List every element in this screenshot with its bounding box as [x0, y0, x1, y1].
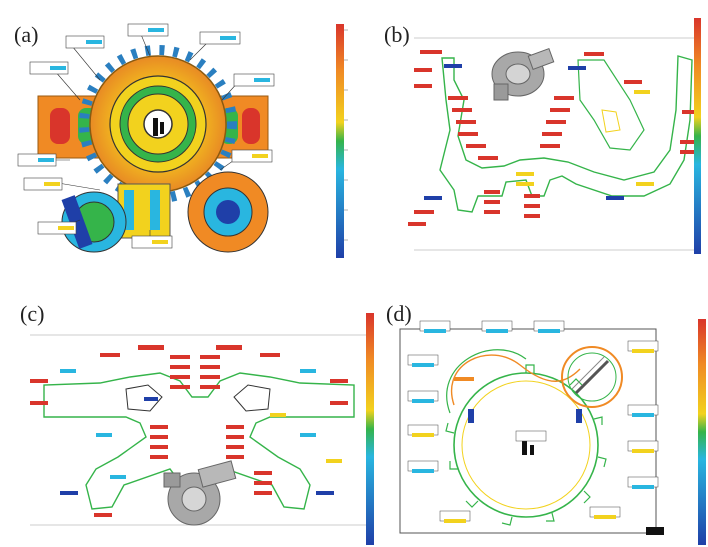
color-scale-b	[694, 18, 701, 254]
panel-a: (a)	[0, 0, 354, 273]
panel-label-b: (b)	[384, 22, 410, 47]
color-scale-d	[698, 319, 706, 545]
part-thumbnail-b	[491, 48, 555, 101]
panel-b-section-outline	[408, 18, 701, 254]
panel-label-c: (c)	[20, 301, 45, 326]
panel-b: (b)	[354, 0, 708, 273]
part-thumbnail-c	[163, 460, 237, 526]
panel-d: (d)	[380, 273, 708, 547]
panel-label-a: (a)	[14, 22, 39, 47]
panel-d-section-outline	[399, 319, 706, 545]
panel-c: (c)	[0, 273, 380, 547]
panel-c-section-outline	[30, 313, 374, 545]
color-scale-a	[336, 24, 344, 258]
panel-a-deviation-map	[17, 23, 348, 258]
color-scale-c	[366, 313, 374, 545]
panel-label-d: (d)	[386, 301, 412, 326]
